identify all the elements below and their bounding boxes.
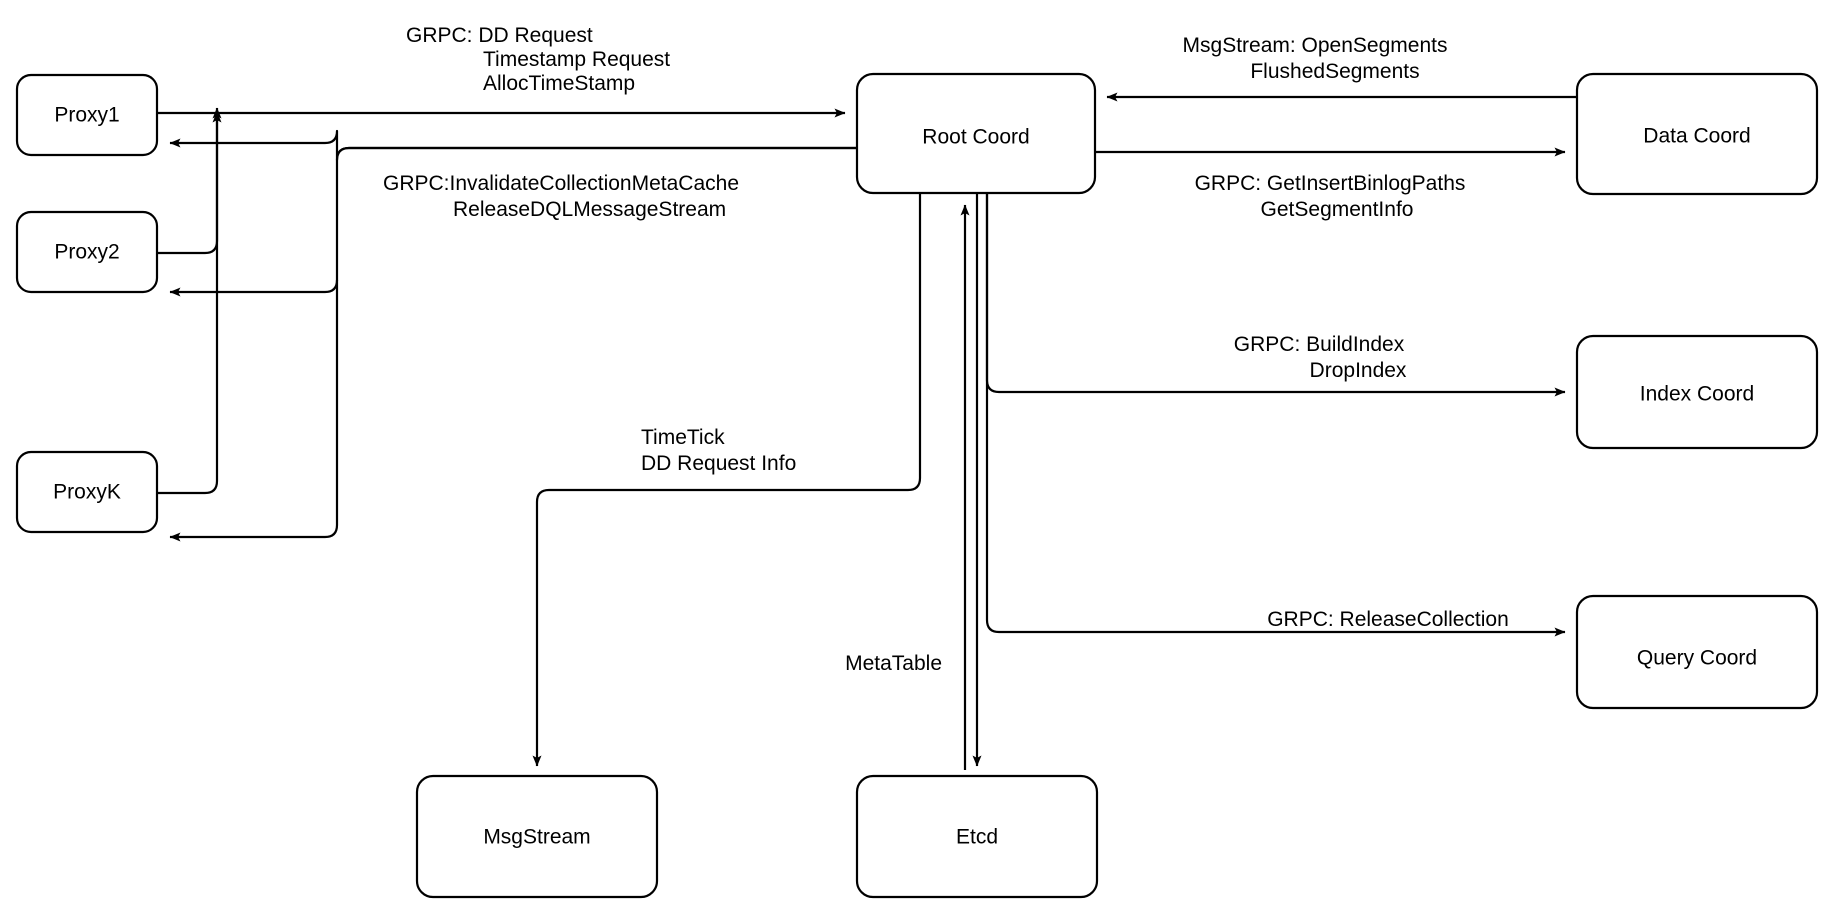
node-data-coord-box[interactable] — [1575, 72, 1819, 196]
edge-root-coord-fanout-trunk — [169, 146, 857, 542]
edge-proxyk-to-trunk — [157, 111, 222, 495]
edge-label-root-to-msgstream: TimeTick DD Request Info — [641, 426, 796, 475]
edge-root-coord-to-query-coord — [985, 193, 1566, 637]
edge-label-line: TimeTick — [641, 426, 725, 449]
edge-label-line: Timestamp Request — [483, 48, 670, 71]
node-proxy2[interactable]: Proxy2 — [15, 210, 159, 294]
edge-label-line: GRPC: DD Request — [406, 24, 593, 47]
edge-label-line: GRPC: GetInsertBinlogPaths — [1195, 172, 1466, 195]
edge-label-root-to-etcd: MetaTable — [845, 652, 942, 675]
node-proxyk-box[interactable] — [15, 450, 159, 534]
edge-label-data-to-root: MsgStream: OpenSegments FlushedSegments — [1183, 34, 1448, 83]
edge-label-line: FlushedSegments — [1250, 60, 1419, 83]
edge-root-coord-to-index-coord — [985, 193, 1566, 397]
node-proxyk-label: ProxyK — [53, 481, 121, 504]
node-data-coord[interactable]: Data Coord — [1575, 72, 1819, 196]
edge-proxy2-to-trunk — [157, 107, 222, 255]
node-proxy2-box[interactable] — [15, 210, 159, 294]
edge-label-line: GetSegmentInfo — [1261, 198, 1414, 221]
node-query-coord[interactable]: Query Coord — [1575, 594, 1819, 710]
node-root-coord-box[interactable] — [855, 72, 1097, 195]
edge-label-root-to-data: GRPC: GetInsertBinlogPaths GetSegmentInf… — [1195, 172, 1466, 221]
node-index-coord[interactable]: Index Coord — [1575, 334, 1819, 450]
node-data-coord-label: Data Coord — [1643, 125, 1750, 148]
edge-label-line: GRPC:InvalidateCollectionMetaCache — [383, 172, 739, 195]
edge-root-coord-to-proxy2 — [169, 279, 339, 297]
node-query-coord-box[interactable] — [1575, 594, 1819, 710]
edge-root-coord-to-msgstream — [532, 193, 922, 767]
node-root-coord-label: Root Coord — [922, 126, 1029, 149]
node-root-coord[interactable]: Root Coord — [855, 72, 1097, 195]
node-proxy1-box[interactable] — [15, 73, 159, 157]
node-etcd-box[interactable] — [855, 774, 1099, 899]
node-proxy1-label: Proxy1 — [54, 104, 119, 127]
edge-root-coord-to-proxy1 — [169, 129, 857, 162]
edge-label-proxy-to-root: GRPC: DD Request Timestamp Request Alloc… — [406, 24, 670, 95]
node-index-coord-box[interactable] — [1575, 334, 1819, 450]
edge-label-root-to-proxy: GRPC:InvalidateCollectionMetaCache Relea… — [383, 172, 739, 221]
node-proxyk[interactable]: ProxyK — [15, 450, 159, 534]
edge-label-line: MsgStream: OpenSegments — [1183, 34, 1448, 57]
node-msgstream-label: MsgStream — [483, 826, 590, 849]
node-query-coord-label: Query Coord — [1637, 647, 1757, 670]
edge-label-root-to-query: GRPC: ReleaseCollection — [1267, 608, 1509, 631]
node-msgstream[interactable]: MsgStream — [415, 774, 659, 899]
node-index-coord-label: Index Coord — [1640, 383, 1754, 406]
node-etcd-label: Etcd — [956, 826, 998, 849]
edge-label-line: DropIndex — [1310, 359, 1407, 382]
edge-label-line: ReleaseDQLMessageStream — [453, 198, 726, 221]
edge-label-line: GRPC: ReleaseCollection — [1267, 608, 1509, 631]
edge-label-line: MetaTable — [845, 652, 942, 675]
edge-label-root-to-index: GRPC: BuildIndex DropIndex — [1234, 333, 1407, 382]
node-proxy1[interactable]: Proxy1 — [15, 73, 159, 157]
edge-label-line: DD Request Info — [641, 452, 796, 475]
node-msgstream-box[interactable] — [415, 774, 659, 899]
edge-label-line: AllocTimeStamp — [483, 72, 635, 95]
node-etcd[interactable]: Etcd — [855, 774, 1099, 899]
node-proxy2-label: Proxy2 — [54, 241, 119, 264]
edge-label-line: GRPC: BuildIndex — [1234, 333, 1405, 356]
